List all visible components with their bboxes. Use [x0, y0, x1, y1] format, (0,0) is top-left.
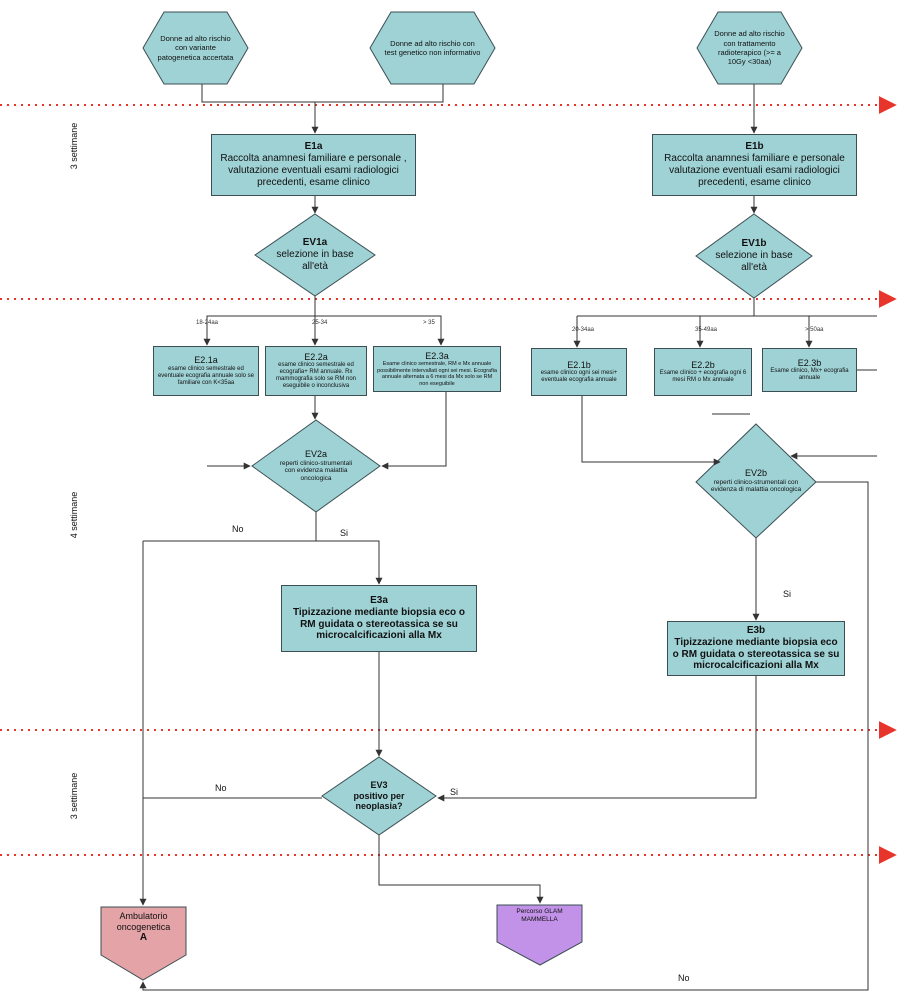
e21b-id: E2.1b: [567, 359, 591, 370]
age-label-a-2: 25-34: [312, 320, 328, 326]
ev3-id: EV3: [370, 780, 388, 791]
e22a-text: esame clinico semestrale ed ecografia+ R…: [275, 362, 357, 390]
start-node-1: Donne ad alto rischio con variante patog…: [143, 12, 248, 84]
e1a-id: E1a: [304, 141, 323, 153]
edge-ev2a-no: [143, 512, 317, 542]
edge-label-ev2a-no: No: [232, 524, 244, 534]
edge-label-ev2b-si: Si: [783, 589, 792, 599]
edge-ev2a-si: [316, 540, 383, 585]
ev1a-id: EV1a: [302, 237, 328, 249]
start-node-2: Donne ad alto rischio con test genetico …: [370, 12, 495, 84]
edge-ev1a-right: [315, 315, 445, 346]
glam-label: Percorso GLAM MAMMELLA: [516, 908, 563, 923]
edge-label-bottom-no: No: [678, 973, 690, 983]
connectors: [139, 84, 877, 991]
node-e1b: E1b Raccolta anamnesi familiare e person…: [652, 134, 857, 196]
terminal-glam-shape: [496, 904, 583, 966]
node-e3b: E3b Tipizzazione mediante biopsia eco o …: [667, 621, 845, 676]
start-hexagon-3: [696, 11, 803, 85]
edge-e21b-to-ev2b: [581, 396, 721, 466]
node-ev2b: EV2b reperti clinico-strumentali con evi…: [696, 424, 816, 538]
node-ev1a: EV1a selezione in base all'età: [255, 214, 375, 296]
age-label-a-3: > 35: [423, 320, 435, 326]
age-label-b-2: 35-49aa: [695, 327, 718, 333]
start-node-2-label: Donne ad alto rischio con test genetico …: [384, 38, 481, 57]
e21b-text: esame clinico ogni sei mesi+ eventuale e…: [540, 370, 618, 384]
ev2a-text: reperti clinico-strumentali con evidenza…: [279, 459, 353, 483]
e3b-id: E3b: [746, 624, 766, 636]
start-node-3: Donne ad alto rischio con trattamento ra…: [697, 12, 802, 84]
node-e23a: E2.3a Esame clinico semestrale, RM e Mx …: [373, 346, 501, 392]
node-e23b: E2.3b Esame clinico, Mx+ ecografia annua…: [762, 348, 857, 392]
edge-start1-merge: [201, 84, 444, 103]
ev1a-text: selezione in base all'età: [276, 249, 354, 272]
node-e1a: E1a Raccolta anamnesi familiare e person…: [211, 134, 416, 196]
edge-ev1a-bus: [206, 296, 316, 345]
e1b-text: Raccolta anamnesi familiare e personale …: [664, 153, 845, 188]
e22b-text: Esame clinico + ecografia ogni 6 mesi RM…: [659, 370, 747, 384]
e3b-text: Tipizzazione mediante biopsia eco o RM g…: [672, 636, 840, 672]
node-shapes: [100, 11, 817, 981]
e3a-text: Tipizzazione mediante biopsia eco o RM g…: [292, 606, 466, 642]
edge-label-ev3-si: Si: [450, 787, 459, 797]
e23a-id: E2.3a: [425, 350, 449, 361]
ambulatorio-label: Ambulatorio oncogenetica: [116, 911, 171, 932]
age-label-b-3: > 50aa: [805, 327, 824, 333]
terminal-glam: Percorso GLAM MAMMELLA: [497, 905, 582, 945]
terminal-ambulatorio: Ambulatorio oncogenetica A: [101, 907, 186, 969]
edge-e3b-to-ev3: [437, 676, 757, 802]
node-e22b: E2.2b Esame clinico + ecografia ogni 6 m…: [654, 348, 752, 396]
e22b-id: E2.2b: [691, 359, 715, 370]
ev3-text: positivo per neoplasia?: [353, 790, 405, 812]
edge-label-ev2a-si: Si: [340, 528, 349, 538]
e23a-text: Esame clinico semestrale, RM e Mx annual…: [377, 361, 497, 387]
edge-ev3-si: [378, 835, 544, 904]
node-ev1b: EV1b selezione in base all'età: [696, 214, 812, 298]
ev2a-id: EV2a: [304, 449, 328, 460]
edge-ev2b-no: [139, 481, 869, 991]
ev1b-id: EV1b: [741, 238, 767, 250]
start-node-1-label: Donne ad alto rischio con variante patog…: [157, 33, 234, 62]
node-e3a: E3a Tipizzazione mediante biopsia eco o …: [281, 585, 477, 652]
e23b-text: Esame clinico, Mx+ ecografia annuale: [770, 368, 849, 382]
ev1b-text: selezione in base all'età: [715, 250, 793, 273]
ev2b-id: EV2b: [744, 468, 768, 479]
e22a-id: E2.2a: [304, 351, 328, 362]
age-label-b-1: 20-34aa: [572, 327, 595, 333]
start-node-3-label: Donne ad alto rischio con trattamento ra…: [714, 29, 785, 67]
node-e21b: E2.1b esame clinico ogni sei mesi+ event…: [531, 348, 627, 396]
phase-label-3: 3 settimane: [69, 772, 79, 820]
age-label-a-1: 18-24aa: [196, 320, 219, 326]
e1a-text: Raccolta anamnesi familiare e personale …: [220, 153, 407, 188]
edge-label-ev3-no: No: [215, 783, 227, 793]
e1b-id: E1b: [745, 141, 764, 153]
terminal-ambulatorio-shape: [100, 906, 187, 981]
edge-e23a-to-ev2a: [381, 392, 447, 470]
node-ev2a: EV2a reperti clinico-strumentali con evi…: [252, 420, 380, 512]
e21a-text: esame clinico semestrale ed eventuale ec…: [157, 365, 255, 386]
phase-label-2: 4 settimane: [69, 491, 79, 539]
start-hexagon-2: [369, 11, 496, 85]
phase-label-1: 3 settimane: [69, 122, 79, 170]
node-ev3: EV3 positivo per neoplasia?: [322, 757, 436, 835]
edge-ev3-no: [139, 797, 322, 906]
e3a-id: E3a: [370, 594, 388, 606]
node-e21a: E2.1a esame clinico semestrale ed eventu…: [153, 346, 259, 396]
node-e22a: E2.2a esame clinico semestrale ed ecogra…: [265, 346, 367, 396]
ambulatorio-letter: A: [139, 932, 148, 944]
e21a-id: E2.1a: [194, 355, 218, 366]
e23b-id: E2.3b: [797, 357, 822, 368]
ev2b-text: reperti clinico-strumentali con evidenza…: [710, 478, 802, 494]
start-hexagon-1: [142, 11, 249, 85]
